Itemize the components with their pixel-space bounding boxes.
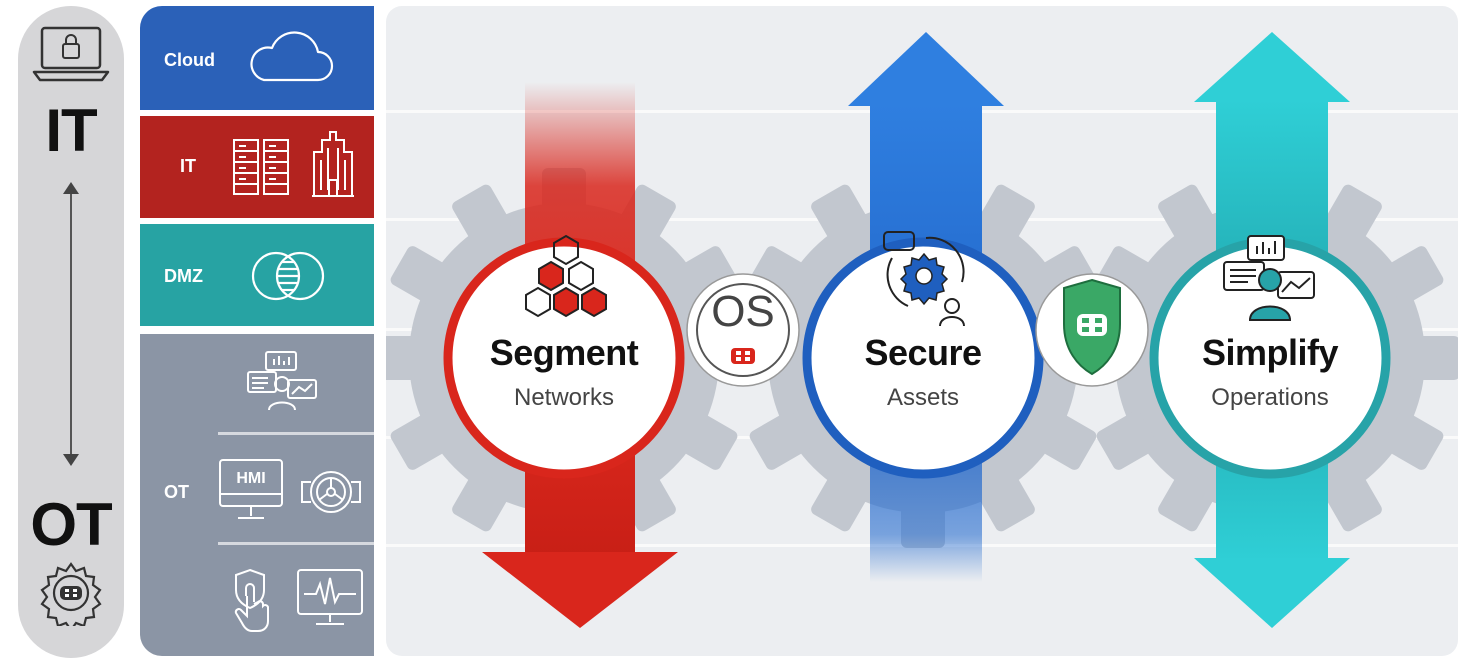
operations-dashboard-icon	[1223, 235, 1315, 321]
laptop-lock-icon	[32, 26, 110, 82]
fortinet-gear-icon	[40, 562, 102, 626]
biometric-touch-icon	[234, 568, 269, 632]
bidirectional-arrow	[63, 182, 79, 466]
ot-divider	[218, 542, 374, 545]
operator-dashboard-icon	[247, 351, 317, 411]
simplify-subtitle: Operations	[1211, 384, 1329, 411]
os-connector	[686, 273, 800, 387]
framework-panel: Segment Networks OS Secure Assets	[386, 6, 1458, 656]
ot-label: OT	[30, 491, 112, 558]
os-label: OS	[711, 287, 775, 336]
zone-it-label: IT	[180, 156, 196, 176]
segment-circle	[443, 237, 685, 479]
simplify-title: Simplify	[1201, 332, 1339, 373]
ecg-monitor-icon	[297, 569, 363, 625]
cloud-icon	[250, 31, 334, 82]
ot-divider	[218, 432, 374, 435]
asset-gear-user-icon	[883, 231, 965, 327]
it-label: IT	[45, 97, 97, 164]
secure-circle	[802, 237, 1044, 479]
hexagon-segments-icon	[525, 234, 607, 318]
zone-cloud: Cloud	[140, 6, 374, 110]
zone-dmz: DMZ	[140, 224, 374, 326]
fortinet-logo-icon	[731, 348, 755, 364]
server-rack-icon	[233, 139, 289, 195]
venn-overlap-icon	[251, 251, 325, 301]
secure-subtitle: Assets	[886, 384, 960, 411]
zone-ot-label: OT	[164, 482, 189, 502]
fortinet-shield-icon	[1063, 278, 1121, 376]
valve-icon	[301, 471, 361, 513]
segment-title: Segment	[489, 332, 639, 373]
hmi-monitor-icon: HMI	[219, 459, 283, 519]
hmi-label: HMI	[236, 470, 265, 487]
zone-it: IT	[140, 116, 374, 218]
pillars-graphic	[386, 32, 1458, 628]
zone-dmz-label: DMZ	[164, 266, 203, 286]
segment-subtitle: Networks	[513, 384, 615, 411]
office-building-icon	[312, 131, 354, 197]
zone-cloud-label: Cloud	[164, 50, 215, 70]
secure-title: Secure	[864, 332, 982, 373]
zone-ot: OT HMI	[140, 334, 374, 656]
